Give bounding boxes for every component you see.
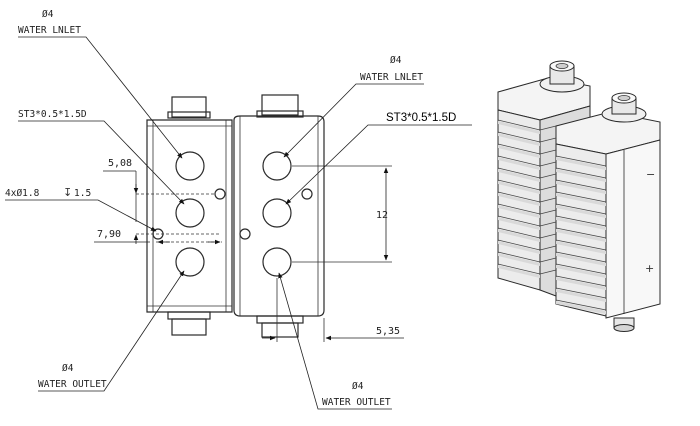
right-middle-port [262,198,292,228]
front-fin-shade [556,289,606,302]
back-fin-shade [498,241,540,254]
front-fin [555,203,607,215]
back-fin [497,239,557,251]
dimension-12: 12 [292,165,392,263]
back-fin [497,191,557,203]
back-fin-shade [498,265,540,278]
svg-text:ST3*0.5*1.5D: ST3*0.5*1.5D [18,109,87,120]
back-fin-shade [498,145,540,158]
left-small-hole-top [214,188,226,200]
back-fin-shade [498,181,540,194]
back-fin [497,251,557,263]
back-fin-shade [498,229,540,242]
front-fin-shade [556,169,606,182]
front-fin-shade [556,205,606,218]
back-fin [497,179,557,191]
front-fin [555,263,607,275]
svg-text:WATER OUTLET: WATER OUTLET [38,379,107,390]
svg-text:Ø4: Ø4 [42,9,54,20]
front-fin-shade [556,193,606,206]
back-fin [497,227,557,239]
dimension-7-90: 7,90 [94,229,222,245]
front-fin [555,179,607,191]
right-inlet-port [262,151,292,181]
isometric-view: − + [497,60,661,332]
back-fin [497,215,557,227]
back-fin-shade [498,121,540,134]
back-fin [497,131,557,143]
front-fin [555,155,607,167]
front-fin [555,299,607,311]
svg-text:WATER LNLET: WATER LNLET [18,25,81,36]
front-fin-shade [556,217,606,230]
front-fin [555,275,607,287]
front-fin-shade [556,265,606,278]
svg-text:Ø4: Ø4 [390,55,402,66]
callout-inlet-right: Ø4 WATER LNLET [283,55,424,158]
back-fin [497,167,557,179]
callout-outlet-left: Ø4 WATER OUTLET [38,270,185,392]
back-fin [497,263,557,275]
front-fin [555,251,607,263]
front-fin [555,287,607,299]
front-fin [555,239,607,251]
left-inlet-port [175,151,205,181]
svg-text:4xØ1.8: 4xØ1.8 [5,188,40,199]
back-fin [497,119,557,131]
front-fin-shade [556,181,606,194]
front-fin [555,167,607,179]
front-fin [555,227,607,239]
callout-inlet-left: Ø4 WATER LNLET [18,9,183,159]
dimension-5-35: 5,35 [262,278,404,342]
right-small-hole-bottom [239,228,251,240]
back-fin-shade [498,253,540,266]
front-fin-shade [556,253,606,266]
svg-text:WATER OUTLET: WATER OUTLET [322,397,391,408]
callout-outlet-right: Ø4 WATER OUTLET [278,272,392,410]
dimension-5-08: 5,08 [103,158,220,244]
back-fin-shade [498,133,540,146]
minus-symbol: − [646,168,655,181]
svg-text:5,08: 5,08 [108,158,132,169]
back-fin-shade [498,169,540,182]
back-fin-shade [498,205,540,218]
svg-text:Ø4: Ø4 [62,363,74,374]
front-fin-shade [556,157,606,170]
front-fin-shade [556,277,606,290]
svg-text:7,90: 7,90 [97,229,121,240]
front-fin [555,215,607,227]
left-middle-port [175,198,205,228]
right-block [233,94,325,338]
right-small-hole-top [301,188,313,200]
back-fin [497,143,557,155]
callout-thread-right: ST3*0.5*1.5D [285,112,472,205]
plus-symbol: + [645,262,654,275]
front-fin-shade [556,301,606,314]
back-fin-shade [498,157,540,170]
back-fin [497,155,557,167]
front-fin-shade [556,241,606,254]
back-fin-shade [498,193,540,206]
svg-text:Ø4: Ø4 [352,381,364,392]
svg-text:12: 12 [376,210,388,221]
back-fin [497,203,557,215]
svg-text:ST3*0.5*1.5D: ST3*0.5*1.5D [386,112,456,124]
svg-text:1.5: 1.5 [74,188,91,199]
svg-text:↧: ↧ [63,186,72,199]
callout-thread-left: ST3*0.5*1.5D [18,109,185,205]
svg-text:5,35: 5,35 [376,326,400,337]
right-outlet-port [262,247,292,277]
callout-holes: 4xØ1.8 ↧ 1.5 [5,186,157,232]
back-fin-shade [498,217,540,230]
front-fin [555,191,607,203]
front-fin-shade [556,229,606,242]
svg-text:WATER LNLET: WATER LNLET [360,72,423,83]
left-outlet-port [175,247,205,277]
left-block [146,96,233,336]
